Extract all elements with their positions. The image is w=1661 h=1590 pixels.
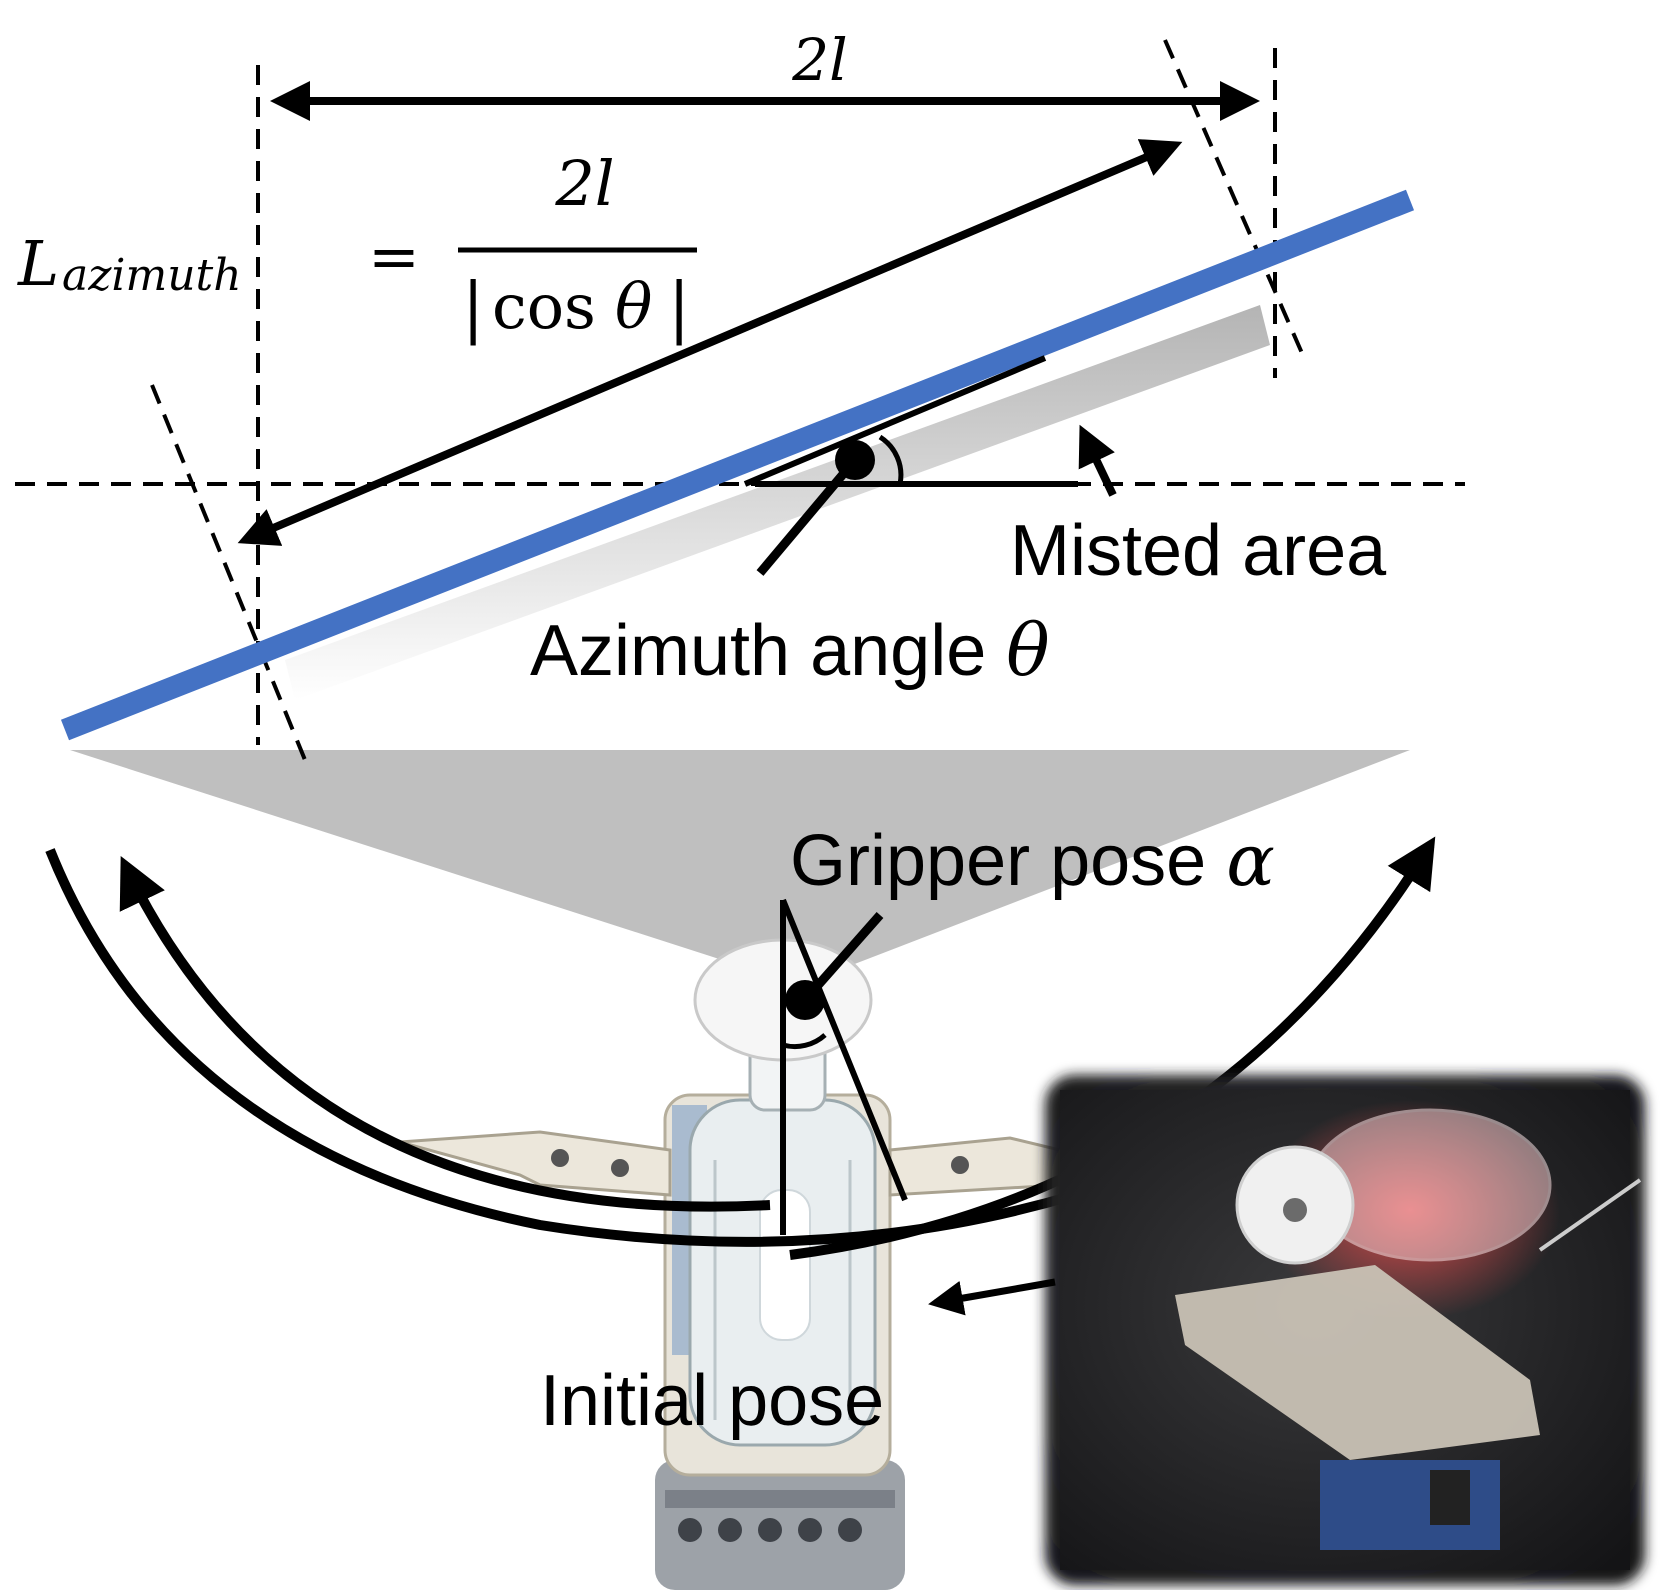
misted-area-pointer [1078, 424, 1117, 497]
robot-gripper-icon [399, 938, 1062, 1590]
robot-photo-inset [1045, 1075, 1645, 1585]
initial-pose-label: Initial pose [540, 1361, 884, 1441]
formula-theta: θ [615, 270, 652, 343]
initial-pose-arrow [928, 1278, 1056, 1316]
gripper-pose-text: Gripper pose [790, 821, 1226, 901]
top-width-label: 2l [791, 26, 847, 94]
left-tilted-dashed-line [150, 384, 307, 761]
formula-lhs-subscript: azimuth [62, 250, 242, 301]
gripper-pose-symbol: α [1226, 818, 1275, 902]
misted-area-label: Misted area [1010, 511, 1387, 591]
spray-cone [70, 750, 1410, 985]
azimuth-angle-pointer [756, 457, 859, 576]
gripper-pose-label: Gripper pose α [790, 818, 1275, 902]
formula-cos: cos [492, 270, 596, 343]
azimuth-length-formula: L azimuth = 2l | cos θ | [17, 147, 697, 346]
right-tilted-dashed-line [1163, 39, 1307, 361]
azimuth-angle-symbol: θ [1006, 608, 1049, 692]
misted-area-line [60, 189, 1415, 741]
azimuth-angle-label: Azimuth angle θ [530, 608, 1050, 692]
formula-equals: = [368, 220, 420, 293]
gripper-pose-pivot-dot [785, 980, 825, 1020]
formula-lhs-symbol: L [17, 227, 59, 300]
formula-numerator: 2l [554, 147, 614, 220]
azimuth-pivot-dot [835, 440, 875, 480]
azimuth-angle-text: Azimuth angle [530, 611, 1006, 691]
formula-bar-left: | [462, 269, 484, 346]
right-rotation-arrow [119, 855, 771, 1212]
formula-bar-right: | [668, 269, 690, 346]
gripper-pose-marker [780, 898, 908, 1235]
azimuth-angle-marker [743, 355, 1078, 576]
azimuth-length-arrow [237, 139, 1183, 546]
